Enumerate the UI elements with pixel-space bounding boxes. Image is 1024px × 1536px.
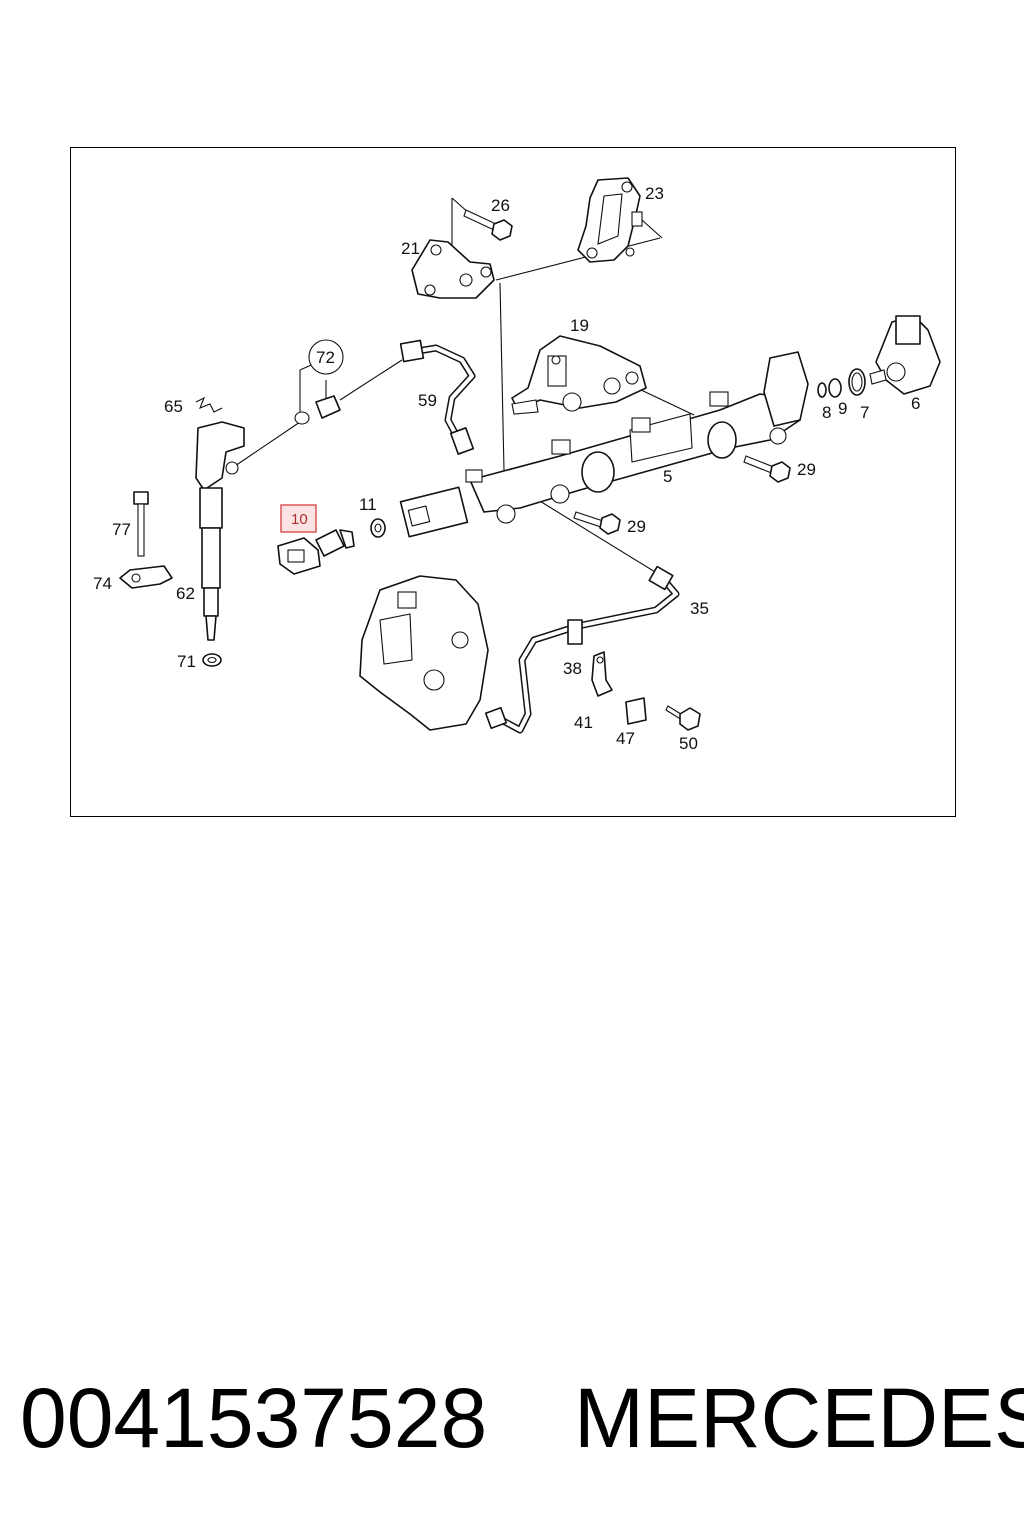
part-number: 0041537528 [20,1371,488,1465]
bolt-50[interactable] [665,705,701,731]
callout-65[interactable]: 65 [164,397,183,416]
callout-23[interactable]: 23 [645,184,664,203]
callout-59[interactable]: 59 [418,391,437,410]
washer-71[interactable] [202,653,222,667]
callout-6[interactable]: 6 [911,394,920,413]
pipe-35[interactable] [484,565,680,734]
brand-name: MERCEDES [574,1371,1024,1465]
pipe-59[interactable] [399,339,476,455]
callout-77[interactable]: 77 [112,520,131,539]
callout-10[interactable]: 10 [291,511,308,528]
fitting-72[interactable] [294,339,344,425]
pressure-valve-6[interactable] [869,315,941,395]
callout-labels: 26 23 21 19 72 59 65 8 9 7 6 11 10 5 29 … [93,184,920,753]
bracket-41[interactable] [591,651,613,697]
injector-62[interactable] [195,421,245,641]
callout-21[interactable]: 21 [401,239,420,258]
callout-8[interactable]: 8 [822,403,831,422]
callout-50[interactable]: 50 [679,734,698,753]
high-pressure-pump[interactable] [359,575,489,731]
callout-74[interactable]: 74 [93,574,112,593]
callout-62[interactable]: 62 [176,584,195,603]
bolt-77[interactable] [133,491,149,557]
callout-19[interactable]: 19 [570,316,589,335]
clamp-74[interactable] [119,565,173,589]
fuel-rail-5[interactable] [399,351,809,538]
callout-38[interactable]: 38 [563,659,582,678]
callout-71[interactable]: 71 [177,652,196,671]
callout-29-rail[interactable]: 29 [797,460,816,479]
callout-35[interactable]: 35 [690,599,709,618]
clip-65[interactable] [195,396,223,413]
seal-ring-11[interactable] [370,518,386,538]
callout-41[interactable]: 41 [574,713,593,732]
callout-7[interactable]: 7 [860,403,869,422]
callout-11[interactable]: 11 [359,495,377,514]
callout-9[interactable]: 9 [838,399,847,418]
highlight-box-10 [280,504,317,533]
bolt-29-rail[interactable] [743,455,791,483]
bolt-26[interactable] [463,209,513,241]
sleeve-47[interactable] [625,697,647,725]
bracket-23[interactable] [577,177,643,263]
callout-72[interactable]: 72 [316,348,335,367]
bracket-19[interactable] [511,335,647,415]
callout-29-bracket[interactable]: 29 [627,517,646,536]
pressure-sensor-10[interactable] [277,529,355,575]
callout-5[interactable]: 5 [663,467,672,486]
bolt-29-bracket[interactable] [573,511,621,535]
bracket-21[interactable] [411,239,495,299]
callout-26[interactable]: 26 [491,196,510,215]
seals-8-9-7[interactable] [817,368,866,398]
callout-47[interactable]: 47 [616,729,635,748]
